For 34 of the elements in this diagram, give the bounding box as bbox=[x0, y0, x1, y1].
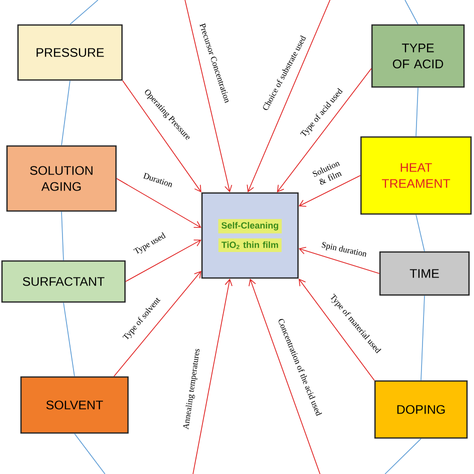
arrow bbox=[125, 240, 202, 282]
edge-label: Type used bbox=[132, 230, 168, 258]
arrow bbox=[246, 0, 330, 192]
connector-line bbox=[63, 302, 75, 377]
arrow bbox=[298, 175, 361, 207]
factor-box: SOLVENT bbox=[20, 376, 129, 434]
arrow bbox=[184, 0, 232, 192]
factor-box: TYPE OF ACID bbox=[371, 24, 465, 88]
connector-line bbox=[61, 80, 70, 146]
factor-box: TIME bbox=[379, 251, 470, 296]
arrow bbox=[116, 178, 202, 228]
factor-box: SURFACTANT bbox=[1, 260, 126, 303]
connector-line bbox=[416, 87, 418, 137]
connector-line bbox=[416, 214, 425, 252]
connector-line bbox=[404, 0, 418, 25]
arrow bbox=[276, 68, 372, 192]
film-box: Self-Cleaning TiO$_{2}$ thin film bbox=[201, 192, 299, 279]
connector-line bbox=[70, 0, 98, 25]
arrow bbox=[114, 270, 202, 377]
arrow bbox=[248, 278, 320, 474]
connector-line bbox=[61, 211, 64, 261]
arrow bbox=[298, 246, 380, 274]
factor-box: SOLUTION AGING bbox=[6, 145, 117, 212]
connector-line bbox=[420, 295, 425, 381]
factor-box: PRESSURE bbox=[17, 24, 123, 81]
connector-line bbox=[74, 433, 106, 474]
connector-line bbox=[384, 438, 422, 474]
edge-label: Spin duration bbox=[320, 240, 368, 260]
arrow bbox=[298, 278, 375, 381]
edge-label: Annealing temperatures bbox=[181, 347, 203, 431]
factor-box: DOPING bbox=[374, 380, 468, 439]
factor-box: HEAT TREAMENT bbox=[360, 136, 472, 215]
arrow bbox=[192, 278, 232, 474]
arrow bbox=[122, 80, 202, 192]
